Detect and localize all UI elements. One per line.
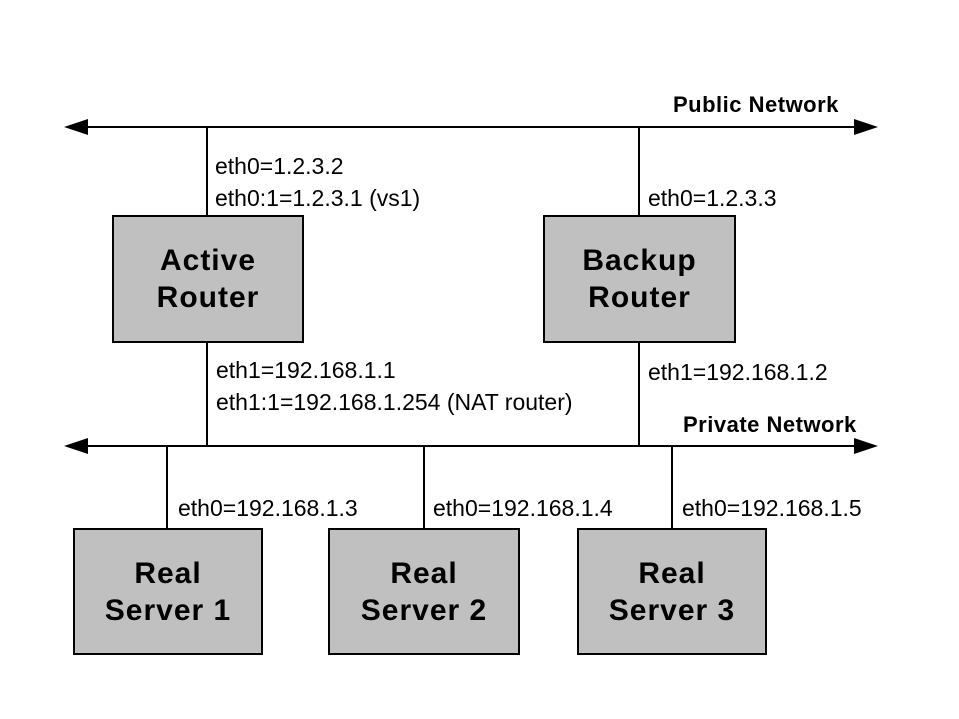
active-router-eth1-labels: eth1=192.168.1.1 eth1:1=192.168.1.254 (N… <box>216 354 573 418</box>
backup-router-name-line2: Router <box>588 281 691 314</box>
real-server-2-link-line <box>423 447 425 528</box>
real-server-3-box: Real Server 3 <box>577 528 767 655</box>
active-router-private-link-line <box>206 343 208 445</box>
real-server-1-box: Real Server 1 <box>73 528 263 655</box>
public-network-label: Public Network <box>673 92 839 117</box>
public-network-right-arrow-icon <box>854 119 878 135</box>
private-network-label: Private Network <box>683 412 857 437</box>
real-server-2-name-line1: Real <box>390 556 458 590</box>
real-server-3-link-line <box>671 447 673 528</box>
active-router-eth0-labels: eth0=1.2.3.2 eth0:1=1.2.3.1 (vs1) <box>215 150 420 214</box>
private-network-line <box>80 445 862 447</box>
real-server-1-eth0-label: eth0=192.168.1.3 <box>178 495 358 521</box>
active-router-name-line2: Router <box>156 281 260 314</box>
public-network-left-arrow-icon <box>64 119 88 135</box>
real-server-1-name-line2: Server 1 <box>104 593 232 627</box>
active-router-name-line1: Active <box>159 244 257 277</box>
real-server-3-name-line1: Real <box>638 556 706 590</box>
public-network-line <box>80 126 862 128</box>
active-router-box: Active Router <box>112 215 304 343</box>
private-network-right-arrow-icon <box>854 438 878 454</box>
backup-router-eth0-label: eth0=1.2.3.3 <box>648 185 777 211</box>
active-router-public-link-line <box>206 128 208 215</box>
real-server-3-eth0-label: eth0=192.168.1.5 <box>682 495 862 521</box>
backup-router-private-link-line <box>638 343 640 445</box>
active-router-eth0-alias-label: eth0:1=1.2.3.1 (vs1) <box>215 185 421 211</box>
backup-router-eth1-label: eth1=192.168.1.2 <box>648 359 828 385</box>
real-server-2-box: Real Server 2 <box>328 528 520 655</box>
active-router-eth1-alias-label: eth1:1=192.168.1.254 (NAT router) <box>216 389 573 415</box>
real-server-1-name-line1: Real <box>134 556 202 590</box>
private-network-left-arrow-icon <box>64 438 88 454</box>
backup-router-box: Backup Router <box>543 215 736 343</box>
active-router-eth1-label: eth1=192.168.1.1 <box>216 357 396 383</box>
active-router-eth0-label: eth0=1.2.3.2 <box>215 153 344 179</box>
backup-router-name-line1: Backup <box>582 244 697 277</box>
real-server-1-link-line <box>166 447 168 528</box>
real-server-2-eth0-label: eth0=192.168.1.4 <box>433 495 613 521</box>
real-server-2-name-line2: Server 2 <box>360 593 488 627</box>
real-server-3-name-line2: Server 3 <box>608 593 736 627</box>
backup-router-public-link-line <box>638 128 640 215</box>
